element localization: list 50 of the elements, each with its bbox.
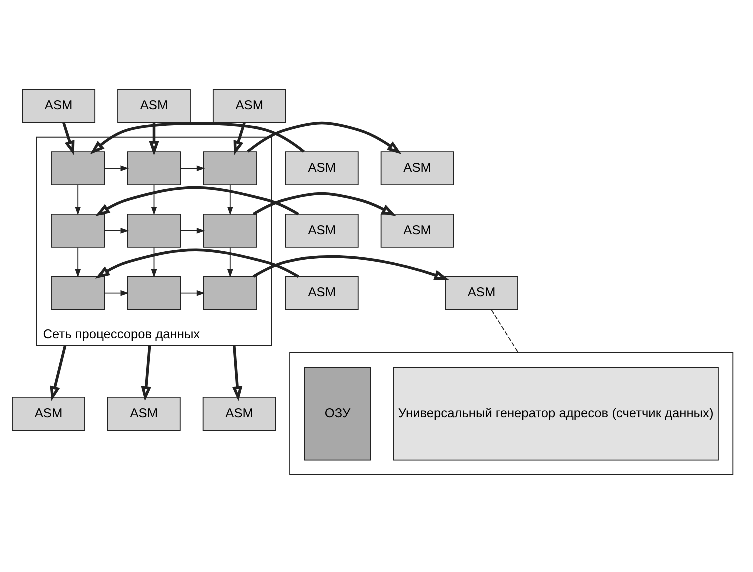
node-box: ASM xyxy=(212,89,286,124)
arrow xyxy=(50,345,67,402)
node-box: ASM xyxy=(380,152,454,186)
node-box: ASM xyxy=(380,214,454,248)
node-box: ASM xyxy=(22,89,96,124)
node-box: Универсальный генератор адресов (счетчик данных) xyxy=(393,367,719,461)
arrow xyxy=(75,247,81,278)
node-box xyxy=(127,152,182,186)
arrow xyxy=(234,122,246,156)
arrow xyxy=(104,166,130,172)
arrow xyxy=(141,346,152,402)
node-box xyxy=(51,276,106,310)
node-box: ASM xyxy=(118,89,191,124)
node-box xyxy=(127,276,182,310)
arrow xyxy=(104,290,130,296)
arrow xyxy=(180,228,206,234)
node-box xyxy=(51,152,106,186)
node-box xyxy=(203,214,258,248)
arrow xyxy=(90,122,305,155)
node-box: ASM xyxy=(12,397,86,431)
arrow xyxy=(228,184,234,216)
node-box: ASM xyxy=(285,214,359,248)
node-box xyxy=(51,214,106,248)
node-box: ASM xyxy=(107,397,181,431)
arrow xyxy=(62,122,75,156)
arrow xyxy=(228,247,234,278)
arrow xyxy=(75,184,81,216)
node-box: ASM xyxy=(202,397,276,431)
node-box: ASM xyxy=(285,152,359,186)
node-box xyxy=(127,214,182,248)
arrow xyxy=(95,186,300,217)
arrow xyxy=(232,346,243,402)
cluster: Сеть процессоров данных xyxy=(36,136,272,346)
arrow xyxy=(247,122,402,154)
node-box: ASM xyxy=(445,276,518,310)
connector xyxy=(491,310,519,354)
arrow xyxy=(180,166,206,172)
node-box xyxy=(203,152,258,186)
node-box xyxy=(203,276,258,310)
arrow xyxy=(151,247,158,278)
arrow xyxy=(95,248,300,279)
arrow xyxy=(252,192,396,216)
arrow xyxy=(180,290,206,296)
cluster xyxy=(290,352,734,476)
arrow xyxy=(149,123,160,156)
arrow xyxy=(151,184,158,216)
arrow xyxy=(104,228,130,234)
arrow xyxy=(252,255,450,280)
node-box: ОЗУ xyxy=(304,367,372,461)
node-box: ASM xyxy=(285,276,359,310)
